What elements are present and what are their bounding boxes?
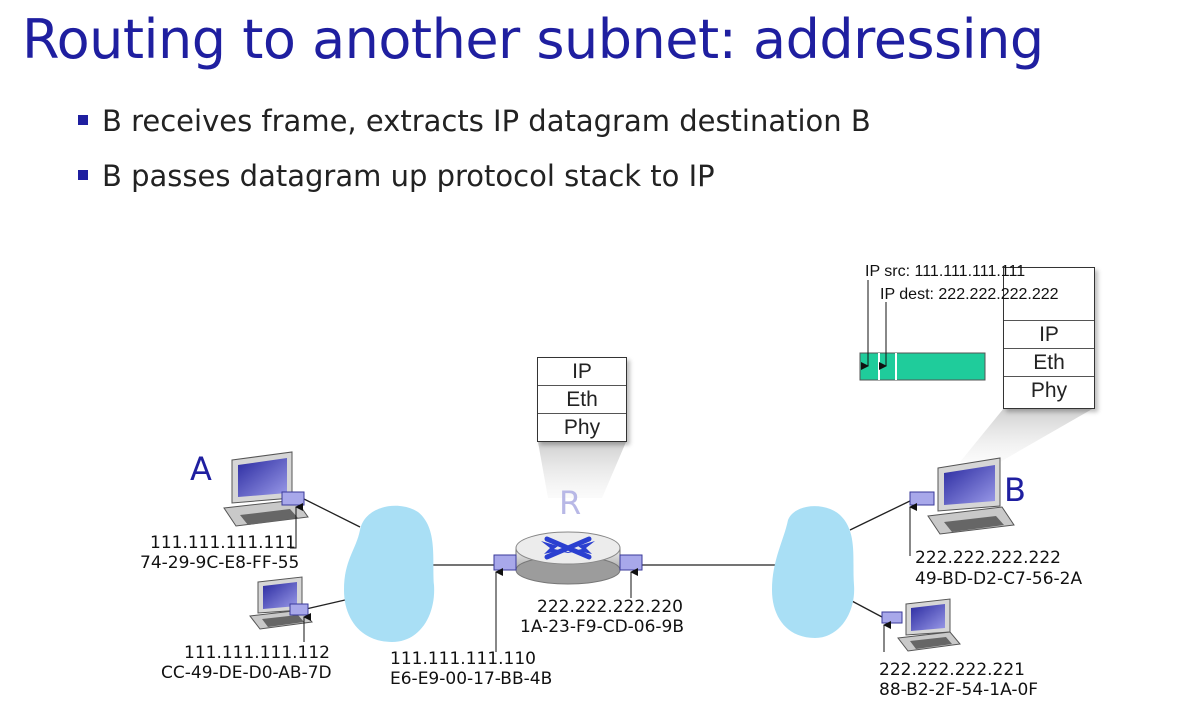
stack-layer-ip: IP [1039,323,1059,346]
bullet-text: B receives frame, extracts IP datagram d… [102,104,871,138]
stack-layer-phy: Phy [1004,376,1094,404]
router-protocol-stack: IP Eth Phy [537,357,627,442]
bullet-2: B passes datagram up protocol stack to I… [78,159,715,193]
router-right-ip: 222.222.222.220 [537,597,684,617]
router-stack-beam [538,442,626,498]
stack-layer-phy: Phy [538,413,626,441]
host-b-stack-beam [960,408,1094,462]
host-b-ip: 222.222.222.222 [915,548,1062,568]
host-b2-ip: 222.222.222.221 [879,660,1026,680]
host-b-interface [909,491,935,506]
host-a-computer [223,451,309,527]
bullet-text: B passes datagram up protocol stack to I… [102,159,715,193]
stack-layer-ip: IP [572,360,592,383]
host-b-mac: 49-BD-D2-C7-56-2A [915,569,1083,589]
router-left-ip: 111.111.111.110 [390,649,537,669]
stack-layer-eth: Eth [1004,348,1094,376]
host-a2-mac: CC-49-DE-D0-AB-7D [161,663,332,683]
host-a-name: A [190,450,212,488]
router-left-mac: E6-E9-00-17-BB-4B [390,669,553,689]
host-a2-computer [249,576,313,630]
host-b2-computer [897,598,961,652]
subnet-left-cloud [344,505,435,642]
link-b2 [849,599,883,618]
stack-layer-eth: Eth [538,385,626,413]
router-left-interface [493,554,517,571]
router-name: R [559,484,582,522]
host-a-address-pointer [290,503,303,549]
slide-title: Routing to another subnet: addressing [22,8,1044,71]
datagram-src-label: IP src: 111.111.111.111 [865,263,1026,280]
host-b2-mac: 88-B2-2F-54-1A-0F [879,680,1039,700]
bullet-marker [78,115,88,125]
router-r [515,531,621,585]
bullet-1: B receives frame, extracts IP datagram d… [78,104,871,138]
bullet-marker [78,170,88,180]
host-a-mac: 74-29-9C-E8-FF-55 [140,553,300,573]
host-a-ip: 111.111.111.111 [150,533,297,553]
router-right-interface [619,554,643,571]
host-b-computer [927,457,1015,535]
datagram-dest-label: IP dest: 222.222.222.222 [880,286,1059,303]
host-a-interface [281,491,305,506]
stack-upper-layers [1004,268,1094,321]
link-a [299,496,361,528]
router-right-mac: 1A-23-F9-CD-06-9B [520,617,685,637]
subnet-right-cloud [772,506,855,638]
host-b-name: B [1004,471,1026,509]
host-a2-ip: 111.111.111.112 [184,643,331,663]
host-b-protocol-stack: IP Eth Phy [1003,267,1095,409]
link-b [849,499,913,531]
host-a2-interface [289,603,309,616]
host-b2-interface [881,611,903,624]
